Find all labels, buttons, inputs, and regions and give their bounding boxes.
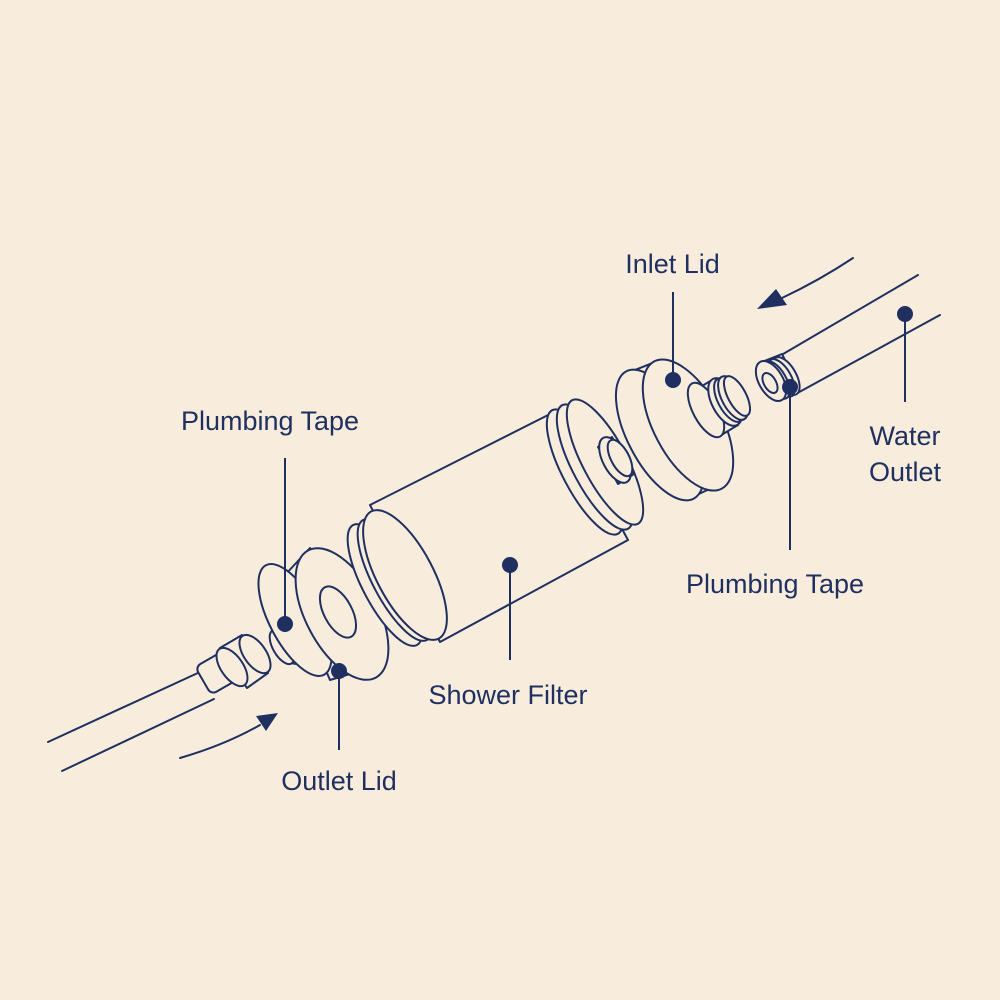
shower-filter-part [346, 398, 645, 647]
leader-inlet-lid [665, 292, 681, 388]
leader-plumbing-tape-right [782, 379, 798, 550]
flow-arrow-top [757, 257, 854, 309]
label-water-outlet-line1: Water [869, 421, 941, 451]
label-outlet-lid: Outlet Lid [281, 766, 397, 796]
flow-arrow-bottom [179, 713, 278, 759]
label-plumbing-tape-left: Plumbing Tape [180, 406, 360, 436]
leader-water-outlet [897, 306, 913, 402]
hose-connector [215, 633, 272, 689]
label-shower-filter: Shower Filter [428, 680, 588, 710]
leader-outlet-lid [331, 663, 347, 750]
label-plumbing-tape-right: Plumbing Tape [685, 569, 865, 599]
label-water-outlet-line2: Outlet [868, 457, 942, 487]
leader-plumbing-tape-left [277, 458, 293, 632]
inlet-lid-part [614, 358, 752, 502]
label-inlet-lid: Inlet Lid [625, 249, 720, 279]
right-pipe [777, 274, 941, 397]
leader-shower-filter [502, 557, 518, 660]
outlet-lid-part [257, 547, 390, 681]
left-pipe [47, 633, 272, 772]
plumbing-tape-right-part [754, 353, 801, 402]
